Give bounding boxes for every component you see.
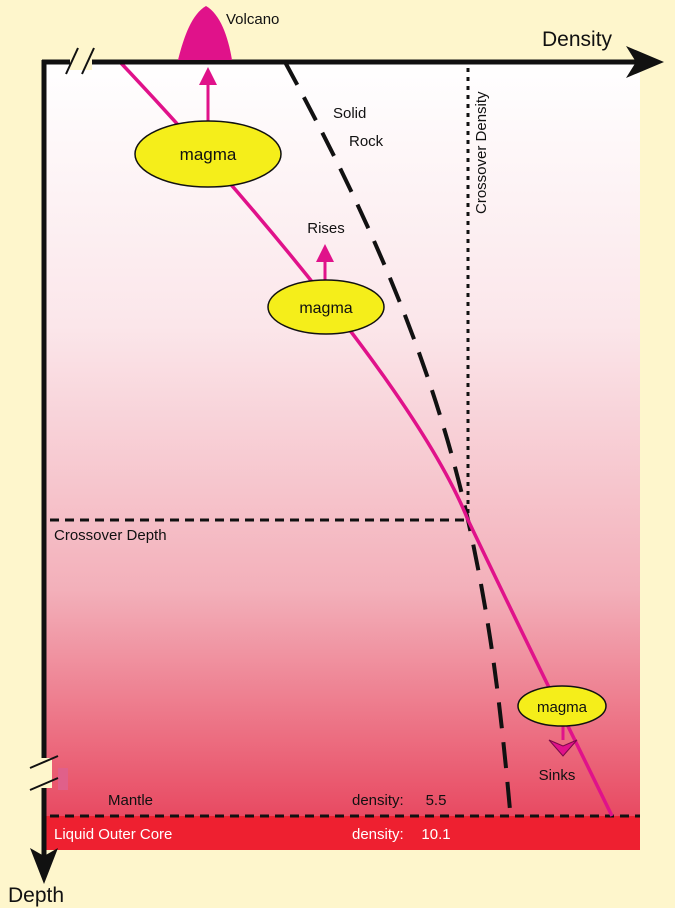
axis-marker	[58, 768, 68, 790]
mantle-label: Mantle	[108, 792, 153, 809]
depth-axis-title: Depth	[8, 884, 64, 907]
magma-label-1: magma	[180, 145, 237, 164]
magma-label-3: magma	[537, 699, 588, 716]
solid-rock-label-line2: Rock	[349, 133, 384, 150]
crossover-depth-label: Crossover Depth	[54, 527, 167, 544]
sink-arrowhead	[548, 739, 578, 757]
magma-bubble-3	[517, 685, 607, 727]
solid-rock-curve	[283, 61, 512, 811]
outer-core-band	[44, 816, 640, 850]
magma-label-2: magma	[299, 300, 352, 317]
mantle-density-label: density:	[352, 792, 404, 809]
outer-core-density-value: 10.1	[421, 826, 450, 843]
outer-core-density-label: density:	[352, 826, 404, 843]
density-axis-title: Density	[542, 28, 613, 51]
mantle-density-value: 5.5	[426, 792, 447, 809]
volcano-icon	[178, 6, 232, 60]
magma-bubble-2	[267, 279, 385, 335]
density-axis-arrowhead	[626, 46, 664, 78]
crossover-density-label: Crossover Density	[473, 91, 490, 214]
sinks-label: Sinks	[539, 767, 576, 784]
y-axis-break	[29, 755, 59, 791]
rises-label: Rises	[307, 220, 345, 237]
solid-rock-label-line1: Solid	[333, 105, 366, 122]
volcano-label: Volcano	[226, 11, 279, 28]
outer-core-label: Liquid Outer Core	[54, 826, 172, 843]
magma-bubble-1	[134, 120, 282, 188]
x-axis-break	[65, 47, 95, 75]
depth-axis-arrowhead	[30, 848, 58, 884]
